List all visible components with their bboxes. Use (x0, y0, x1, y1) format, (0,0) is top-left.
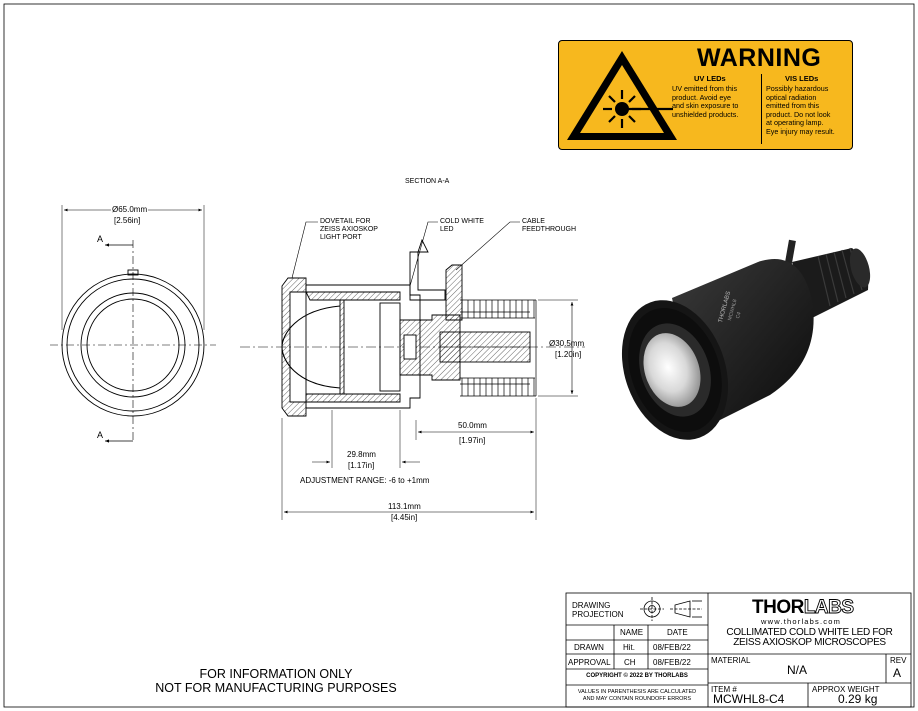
section-title: SECTION A-A (405, 178, 450, 185)
approval-date: 08/FEB/22 (653, 658, 691, 667)
material-value: N/A (786, 663, 807, 677)
col-date: DATE (667, 628, 688, 637)
drawn-date: 08/FEB/22 (653, 643, 691, 652)
callout-cable-2: FEEDTHROUGH (522, 226, 577, 233)
laser-hazard-icon (567, 51, 677, 140)
callout-dovetail-1: DOVETAIL FOR (320, 218, 371, 225)
front-diameter-in: [2.56in] (114, 216, 141, 225)
callout-dovetail-3: LIGHT PORT (320, 234, 362, 241)
drawn-name: Hit. (623, 643, 635, 652)
adjustment-range: ADJUSTMENT RANGE: -6 to +1mm (300, 476, 430, 485)
vis-text: Possibly hazardous optical radiation emi… (766, 84, 835, 136)
notice-line-1: FOR INFORMATION ONLY (199, 667, 353, 681)
weight-label: APPROX WEIGHT (812, 685, 880, 694)
callout-dovetail-2: ZEISS AXIOSKOP (320, 226, 378, 233)
item-label: ITEM # (711, 685, 737, 694)
weight-value: 0.29 kg (838, 692, 878, 706)
section-view (240, 238, 585, 417)
rev-value: A (893, 666, 902, 680)
website: www.thorlabs.com (761, 617, 842, 626)
callout-led-1: COLD WHITE (440, 218, 484, 225)
projection-label-1: DRAWING (572, 601, 611, 610)
warning-title: WARNING (697, 44, 822, 72)
uv-heading: UV LEDs (694, 74, 726, 83)
approval-name: CH (624, 658, 636, 667)
front-diameter: Ø65.0mm (111, 205, 149, 214)
drawing-title-1: COLLIMATED COLD WHITE LED FOR (726, 627, 893, 638)
dim-overall-length: 113.1mm (388, 502, 421, 511)
drawing-title-2: ZEISS AXIOSKOP MICROSCOPES (733, 637, 886, 648)
dim-adjust-length: 29.8mm (347, 450, 376, 459)
callout-led-2: LED (440, 226, 454, 233)
product-render (621, 239, 871, 440)
copyright: COPYRIGHT © 2022 BY THORLABS (586, 673, 688, 679)
front-view (50, 205, 216, 443)
dim-heatsink-diameter-in: [1.20in] (555, 350, 582, 359)
dim-heatsink-length-in: [1.97in] (459, 436, 486, 445)
callout-cable-1: CABLE (522, 218, 545, 225)
notice-line-2: NOT FOR MANUFACTURING PURPOSES (155, 681, 397, 695)
uv-text: UV emitted from this product. Avoid eye … (672, 84, 739, 119)
dim-heatsink-diameter: Ø30.5mm (549, 339, 585, 348)
roundoff-note-1: VALUES IN PARENTHESIS ARE CALCULATED (577, 689, 697, 695)
vis-heading: VIS LEDs (785, 74, 819, 83)
section-mark-top: A (97, 234, 104, 244)
material-label: MATERIAL (711, 656, 751, 665)
roundoff-note-2: AND MAY CONTAIN ROUNDOFF ERRORS (582, 696, 692, 702)
projection-label-2: PROJECTION (572, 610, 624, 619)
thorlabs-logo: THORLABS (752, 597, 855, 619)
dim-heatsink-length: 50.0mm (458, 421, 487, 430)
drawn-label: DRAWN (574, 643, 604, 652)
approval-label: APPROVAL (568, 658, 611, 667)
rev-label: REV (890, 656, 907, 665)
col-name: NAME (620, 628, 644, 637)
projection-symbol-icon (640, 597, 702, 621)
dim-adjust-length-in: [1.17in] (348, 461, 375, 470)
warning-divider (761, 74, 762, 144)
dim-overall-length-in: [4.45in] (391, 513, 418, 522)
section-mark-bottom: A (97, 430, 104, 440)
warning-label: WARNING UV LEDs UV emitted from this pro… (558, 40, 853, 150)
item-number: MCWHL8-C4 (713, 692, 785, 706)
